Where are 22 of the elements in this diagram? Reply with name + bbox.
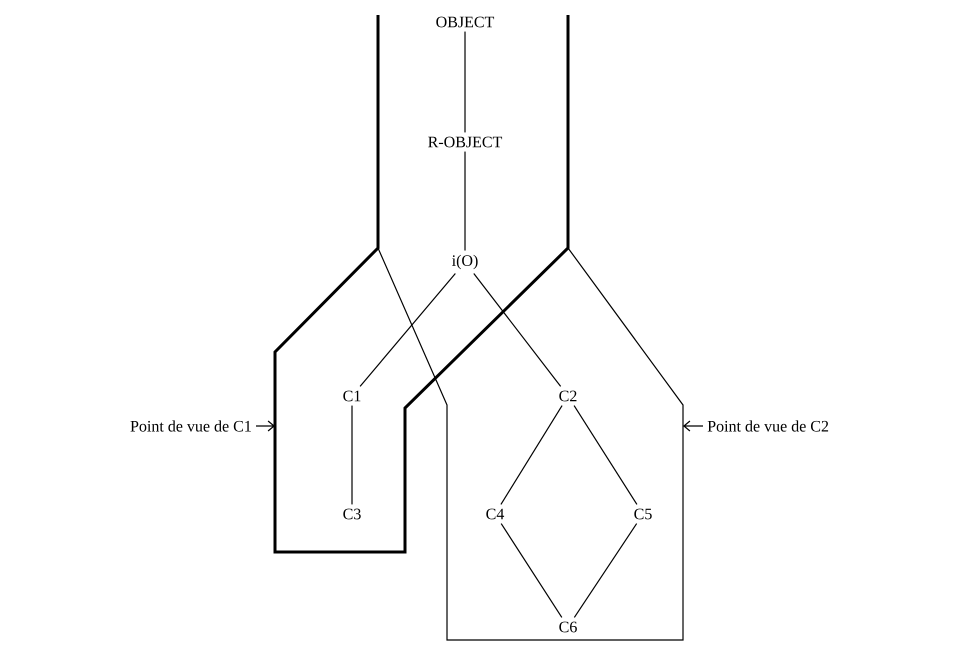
connector-line (360, 273, 456, 387)
connector-line (351, 406, 353, 504)
connector-line (464, 152, 466, 251)
connector-line (473, 273, 562, 387)
class-label: C4 (486, 508, 504, 520)
connector-line (500, 405, 563, 505)
class-label: C5 (634, 508, 652, 520)
class-label: C6 (559, 622, 577, 632)
connector-line (464, 32, 466, 132)
class-label: C3 (343, 508, 361, 520)
class-label: C2 (559, 390, 576, 402)
class-label: OBJECT (436, 16, 494, 28)
viewpoint-label: Point de vue de C2 (708, 420, 828, 432)
arrow (683, 420, 703, 432)
viewpoint-label: Point de vue de C1 (130, 420, 251, 432)
connector-line (574, 405, 638, 505)
arrow (256, 420, 275, 432)
connector-line (500, 523, 562, 618)
class-label: R-OBJECT (428, 136, 502, 148)
class-label: i(O) (452, 254, 478, 270)
connector-line (574, 523, 638, 618)
class-label: C1 (343, 390, 360, 402)
